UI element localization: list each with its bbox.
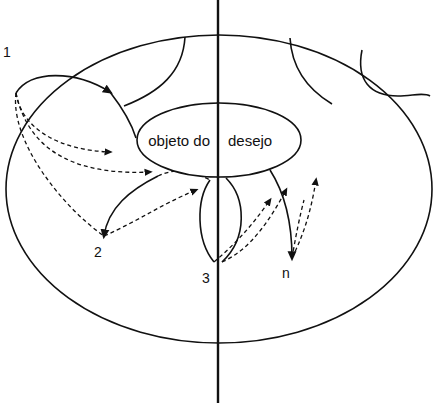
spiral-path	[292, 200, 304, 258]
hole-ellipse	[137, 103, 301, 177]
meridian	[200, 180, 214, 262]
point-number: 1	[1, 44, 13, 60]
spiral-path	[16, 93, 110, 152]
meridian	[124, 37, 185, 106]
inner-hole: objeto do desejo	[136, 102, 302, 178]
meridian	[110, 92, 136, 138]
spiral-path	[16, 93, 104, 236]
meridian	[104, 176, 158, 236]
point-number: 3	[200, 270, 212, 286]
meridian	[270, 170, 292, 258]
meridian	[361, 50, 430, 96]
node-text: desejo	[228, 133, 272, 148]
node-text: objeto do	[148, 133, 210, 148]
spiral-path	[214, 200, 270, 262]
spiral-path	[292, 180, 316, 258]
meridian	[16, 76, 110, 93]
spiral-path	[104, 190, 196, 236]
point-number: n	[280, 265, 292, 281]
meridian	[222, 178, 241, 262]
point-number: 2	[92, 244, 104, 260]
spiral-path	[222, 190, 286, 262]
spiral-path	[16, 93, 150, 172]
axis-line	[217, 0, 219, 403]
meridian	[290, 38, 332, 104]
axis-line	[217, 102, 219, 178]
